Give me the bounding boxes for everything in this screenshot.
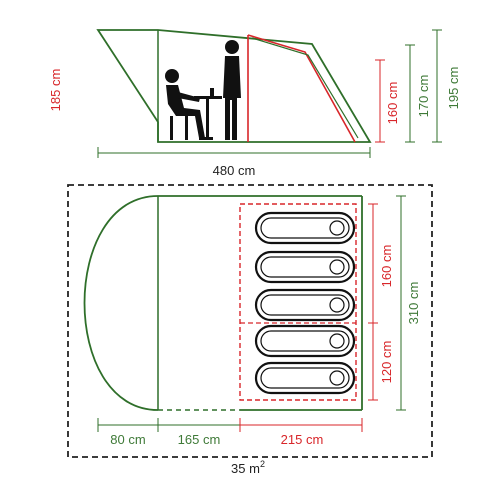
depth-dimensions: [97, 418, 363, 432]
bedroom-width-small-label: 120 cm: [379, 341, 394, 384]
side-view: 480 cm 185 cm 160 cm 170 cm 195 cm: [48, 29, 461, 178]
height-max-label: 195 cm: [446, 67, 461, 110]
sleeping-bag-icon: [254, 211, 356, 245]
bedroom-width-large-label: 160 cm: [379, 245, 394, 288]
sleeping-bag-icon: [254, 250, 356, 284]
standing-person-icon: [223, 40, 241, 140]
bedroom-outline: [239, 203, 357, 401]
total-width-dimension: [396, 195, 406, 411]
bedroom-side-outline: [247, 34, 356, 143]
sleeping-bag-icon: [254, 288, 356, 322]
footprint-area-value: 35 m: [231, 461, 260, 476]
length-dimension: [97, 147, 371, 158]
height-inner-dimension: [375, 59, 385, 143]
table-icon: [194, 88, 222, 140]
footprint-outline: [67, 184, 433, 458]
height-living-label: 185 cm: [48, 69, 63, 112]
living-depth-label: 165 cm: [178, 432, 221, 447]
footprint-area-label: 35 m2: [231, 459, 265, 476]
footprint-area-sup: 2: [260, 459, 265, 469]
bedroom-width-dimensions: [368, 203, 378, 401]
floor-plan: 160 cm 120 cm 310 cm 80 cm 165 cm 215 cm…: [67, 184, 433, 476]
sleeping-bags: [254, 211, 356, 395]
height-max-dimension: [432, 29, 442, 143]
bedroom-depth-label: 215 cm: [281, 432, 324, 447]
sleeping-bag-icon: [254, 361, 356, 395]
porch-outline: [83, 195, 159, 411]
seated-person-icon: [165, 69, 205, 140]
inner-green-profile: [251, 37, 359, 139]
porch-depth-label: 80 cm: [110, 432, 145, 447]
height-mid-label: 170 cm: [416, 75, 431, 118]
total-width-label: 310 cm: [406, 282, 421, 325]
sleeping-bag-icon: [254, 324, 356, 358]
height-mid-dimension: [405, 44, 415, 143]
height-inner-label: 160 cm: [385, 82, 400, 125]
length-label: 480 cm: [213, 163, 256, 178]
